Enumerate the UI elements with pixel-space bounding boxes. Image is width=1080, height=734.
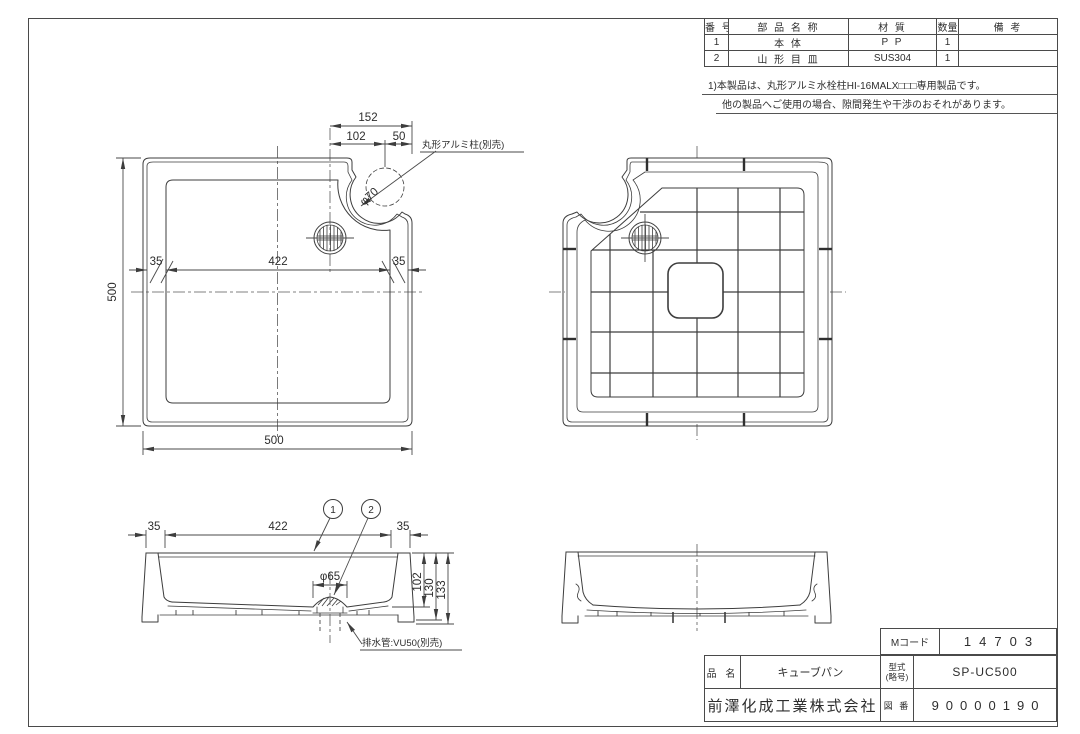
drain-pipe-label: 排水管:VU50(別売) — [362, 637, 442, 649]
dim-152: 152 — [358, 112, 377, 124]
pan2-wall-inner — [566, 161, 829, 423]
model-label: 型式 (略号) — [881, 656, 914, 688]
header-no: 番 号 — [704, 18, 729, 35]
sec-dim-35-left: 35 — [148, 521, 161, 533]
m-code-value: 14703 — [963, 634, 1041, 649]
plan-view: 152 102 50 丸形アルミ柱(別売) φ70 422 35 35 — [107, 112, 524, 455]
title-block: 品 名 キューブパン 型式 (略号) SP-UC500 前澤化成工業株式会社 図… — [704, 655, 1057, 722]
pan-floor — [165, 179, 391, 404]
plan-top-dims: 152 102 50 — [330, 112, 413, 167]
part-2-name: 山 形 目 皿 — [728, 50, 849, 67]
part-1-name: 本 体 — [728, 34, 849, 51]
part-2-material: SUS304 — [848, 50, 937, 67]
drawing-border — [28, 18, 1058, 727]
header-material: 材 質 — [848, 18, 937, 35]
part-1-no: 1 — [704, 34, 729, 51]
pan2-rim-ledge — [576, 171, 819, 413]
plan-width-dims: 422 35 35 — [129, 256, 426, 273]
parts-table: 番 号 部 品 名 称 材 質 数量 備 考 1 本 体 P P 1 2 山 形… — [704, 18, 1058, 67]
product-name-label: 品 名 — [705, 656, 741, 688]
drain-pipe-callout: 排水管:VU50(別売) — [346, 621, 462, 651]
pole-label: 丸形アルミ柱(別売) — [422, 139, 504, 151]
drain-dia-dim: φ65 — [312, 571, 348, 598]
header-qty: 数量 — [936, 18, 959, 35]
pole-circle — [365, 167, 405, 207]
grid-plan-view — [549, 146, 846, 440]
table-row: 2 山 形 目 皿 SUS304 1 — [704, 50, 1058, 67]
pan2-outline — [562, 157, 833, 427]
dim-133: 133 — [436, 580, 448, 599]
pan2-floor — [590, 187, 805, 398]
part-2-remarks — [958, 50, 1058, 67]
note-line-2: 他の製品へご使用の場合、隙間発生や干渉のおそれがあります。 — [716, 95, 1057, 114]
svg-text:2: 2 — [368, 505, 374, 516]
model-label-line2: (略号) — [885, 672, 909, 682]
part-1-qty: 1 — [936, 34, 959, 51]
drain-mound-hatch — [317, 596, 342, 607]
drawing-no-label: 図 番 — [881, 689, 914, 721]
part-2-no: 2 — [704, 50, 729, 67]
svg-text:1: 1 — [330, 505, 336, 516]
sec-dim-422: 422 — [268, 521, 287, 533]
plan-width-dim: 500 — [142, 431, 413, 455]
dim-500-height: 500 — [107, 282, 119, 301]
plan-height-dim: 500 — [107, 157, 141, 427]
pole-callout: 丸形アルミ柱(別売) φ70 — [358, 139, 524, 208]
table-row: 1 本 体 P P 1 — [704, 34, 1058, 51]
part-2-qty: 1 — [936, 50, 959, 67]
section-width-dims: 35 422 35 — [128, 521, 428, 548]
parts-table-header: 番 号 部 品 名 称 材 質 数量 備 考 — [704, 18, 1058, 35]
header-remarks: 備 考 — [958, 18, 1058, 35]
part-1-material: P P — [848, 34, 937, 51]
company-name: 前澤化成工業株式会社 — [705, 689, 881, 721]
section-floor — [171, 596, 385, 608]
product-name: キューブパン — [741, 656, 881, 688]
dim-35-left: 35 — [150, 256, 163, 268]
section-view: φ65 35 422 35 — [128, 499, 462, 651]
side-floor — [592, 604, 801, 610]
pan-wall-inner — [146, 161, 409, 423]
drain-grate-2 — [621, 214, 669, 262]
dim-phi65: φ65 — [320, 571, 340, 583]
header-name: 部 品 名 称 — [728, 18, 849, 35]
pan-outline — [142, 157, 413, 427]
section-height-dims: 102 130 133 — [392, 552, 454, 625]
rim-ticks — [563, 158, 832, 426]
bottom-ribs — [175, 610, 370, 615]
balloon-2: 2 — [333, 499, 381, 596]
dim-422: 422 — [268, 256, 287, 268]
drawing-no: 90000190 — [931, 697, 1046, 713]
dim-102: 102 — [346, 131, 365, 143]
balloon-1: 1 — [313, 499, 343, 552]
center-square — [667, 262, 724, 319]
notes-block: 1)本製品は、丸形アルミ水栓柱HI-16MALX□□□専用製品です。 他の製品へ… — [702, 76, 1057, 114]
dim-35-right: 35 — [393, 256, 406, 268]
m-code-label: Mコード — [881, 629, 940, 654]
sec-dim-35-right: 35 — [397, 521, 410, 533]
drain-grate — [306, 221, 354, 255]
model-number: SP-UC500 — [952, 665, 1018, 679]
dim-50: 50 — [393, 131, 406, 143]
dim-130: 130 — [424, 578, 436, 597]
side-bottom-ribs — [597, 611, 785, 623]
dim-depth-102: 102 — [412, 572, 424, 591]
dim-500-width: 500 — [264, 435, 283, 447]
note-line-1: 1)本製品は、丸形アルミ水栓柱HI-16MALX□□□専用製品です。 — [702, 76, 1057, 95]
side-view — [561, 544, 832, 631]
part-1-remarks — [958, 34, 1058, 51]
m-code-box: Mコード 14703 — [880, 628, 1057, 655]
model-label-line1: 型式 — [888, 662, 906, 672]
